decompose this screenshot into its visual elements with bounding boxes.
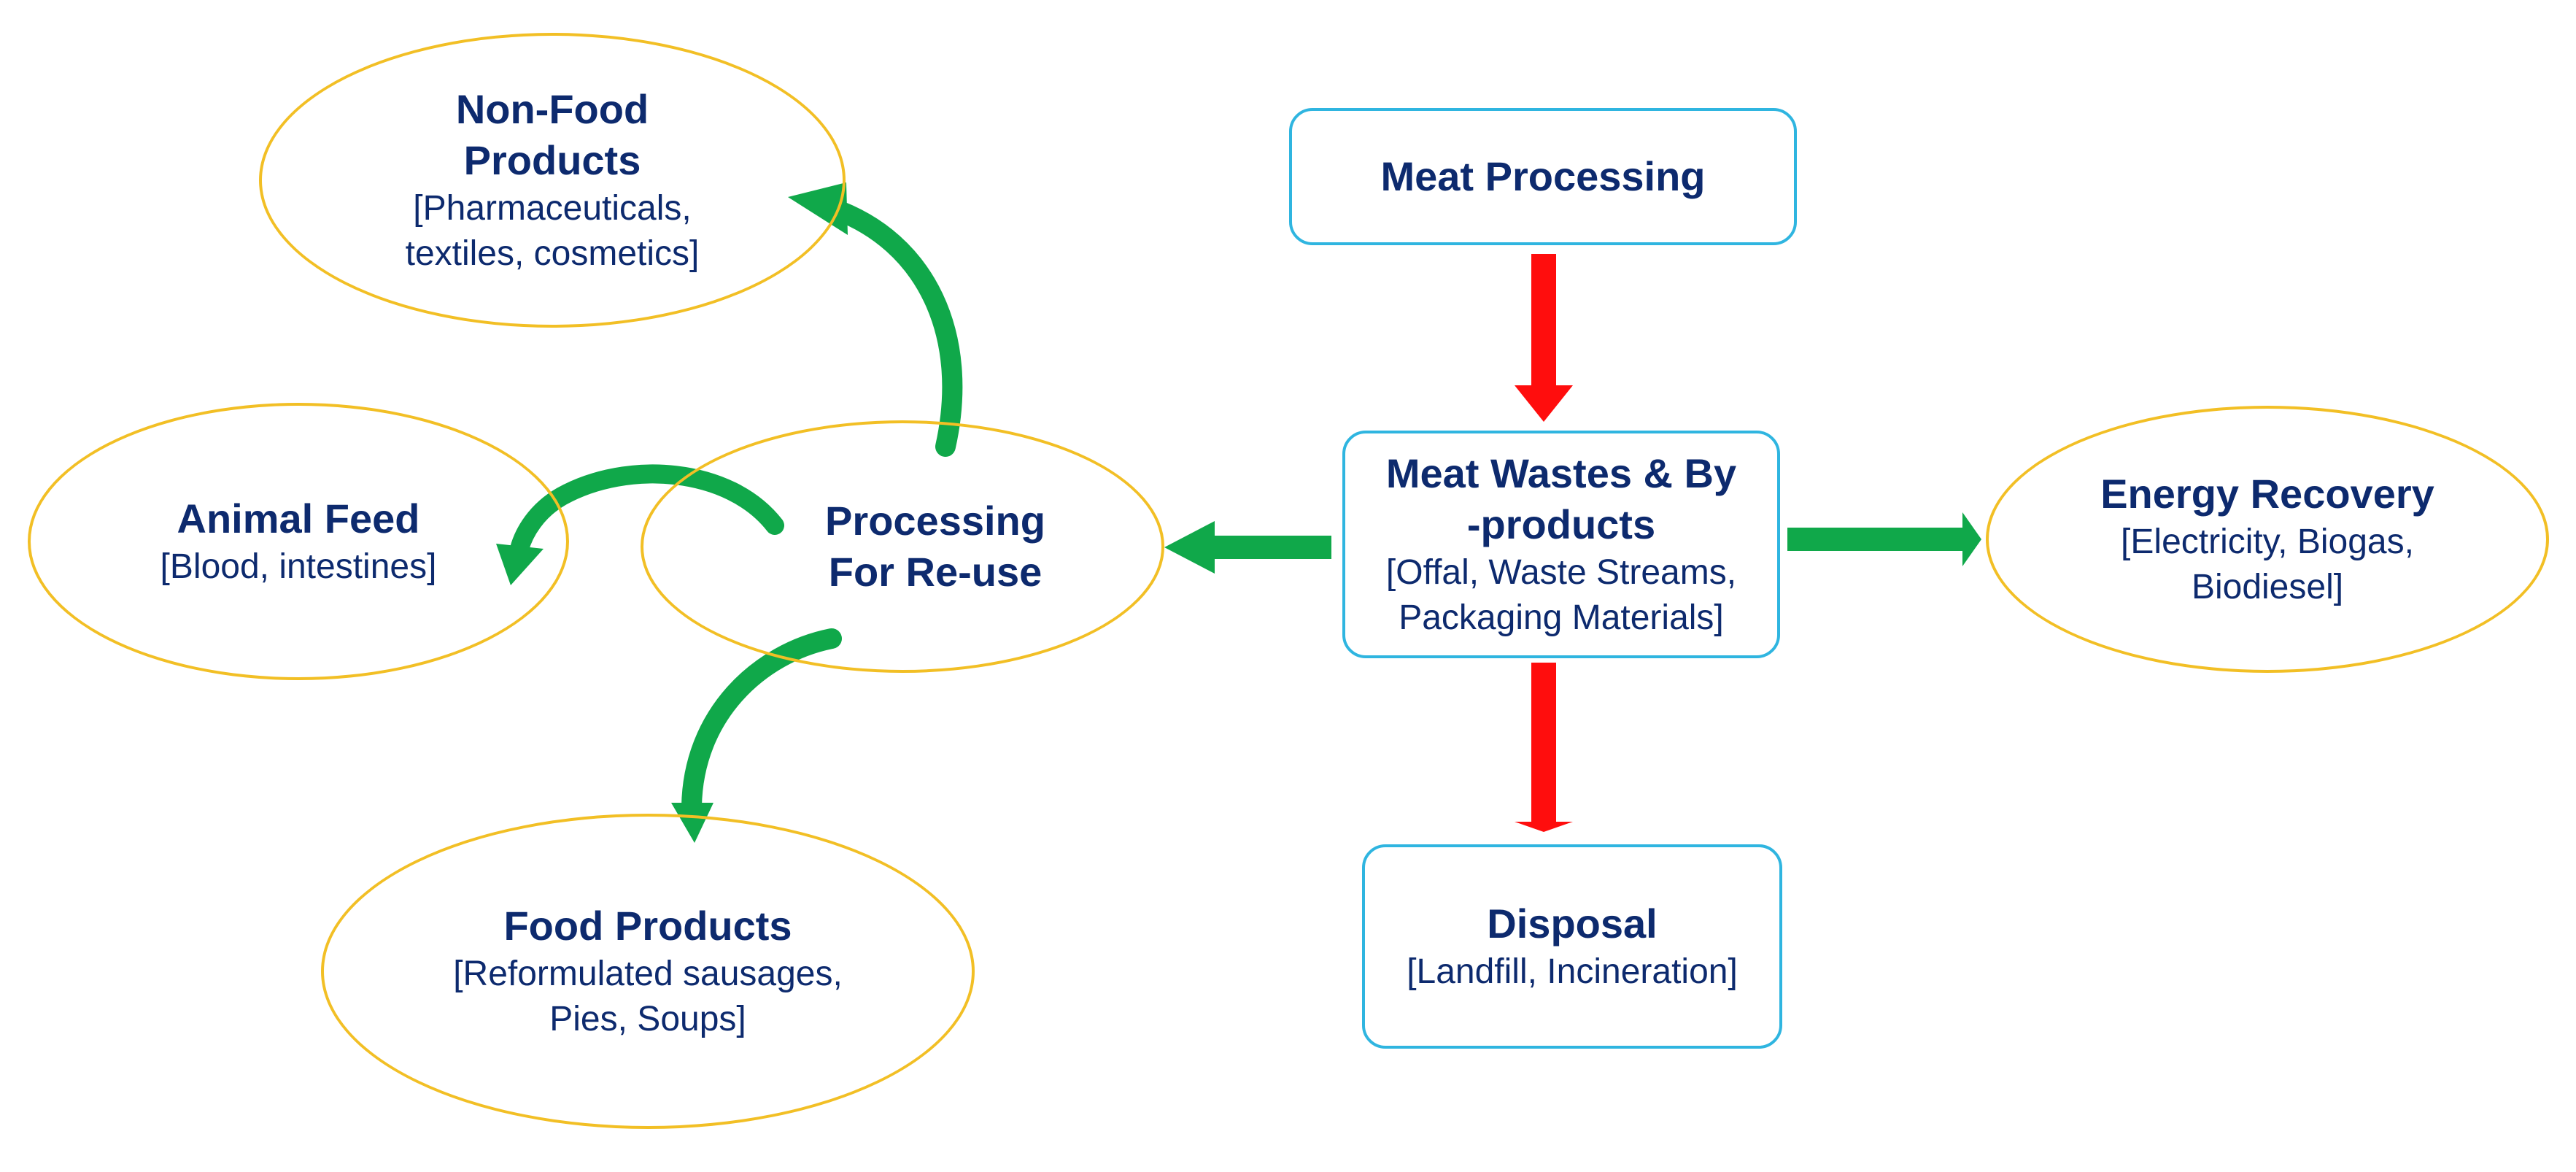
node-title-line-1: Meat Wastes & By [1385,450,1737,496]
arrow-processing-to-food [671,628,842,843]
node-detail-line-1: [Electricity, Biogas, [2121,523,2414,561]
node-disposal: Disposal [Landfill, Incineration] [1362,844,1782,1049]
node-detail: [Blood, intestines] [160,547,437,586]
arrow-wastes-to-disposal [1515,663,1573,832]
node-detail-line-1: [Offal, Waste Streams, [1385,553,1737,592]
node-title: Meat Processing [1380,153,1706,199]
arrow-shaft [1215,536,1331,559]
arrow-head [1164,521,1215,574]
node-meat-wastes: Meat Wastes & By -products [Offal, Waste… [1342,431,1780,658]
node-title: Disposal [1487,901,1658,947]
arrow-shaft [1531,663,1556,822]
arrow-head [1962,512,1981,566]
node-meat-processing: Meat Processing [1289,108,1797,245]
arrow-shaft [1787,528,1962,551]
arrow-wastes-to-processing [1164,521,1331,574]
node-animal-feed: Animal Feed [Blood, intestines] [28,403,569,680]
node-detail-line-2: Biodiesel] [2191,568,2344,606]
node-detail-line-1: [Reformulated sausages, [453,955,843,993]
node-title-line-1: Processing [825,498,1045,544]
node-detail-line-2: Packaging Materials] [1399,598,1724,637]
node-processing-reuse: Processing For Re-use [641,420,1164,673]
node-title-line-2: Products [463,137,641,183]
node-detail-line-1: [Pharmaceuticals, [413,189,692,228]
node-non-food-products: Non-Food Products [Pharmaceuticals, text… [259,33,846,328]
arrow-wastes-to-energy [1787,512,1981,566]
node-title: Energy Recovery [2100,471,2434,517]
node-detail: [Landfill, Incineration] [1407,952,1738,991]
arrow-curve [821,198,963,457]
arrow-head [1515,385,1573,422]
node-title-line-1: Non-Food [455,86,649,132]
node-title-line-2: For Re-use [828,549,1043,595]
arrow-meat-processing-to-wastes [1515,254,1573,422]
arrow-shaft [1531,254,1556,385]
node-label: Processing For Re-use [825,496,1045,598]
node-detail-line-2: Pies, Soups] [549,1000,746,1038]
node-food-products: Food Products [Reformulated sausages, Pi… [321,814,975,1129]
arrow-head [1515,822,1573,832]
node-title: Animal Feed [177,496,420,541]
node-energy-recovery: Energy Recovery [Electricity, Biogas, Bi… [1986,406,2549,673]
node-title-line-2: -products [1466,501,1656,547]
node-detail-line-2: textiles, cosmetics] [405,234,700,273]
node-title: Food Products [503,903,792,949]
